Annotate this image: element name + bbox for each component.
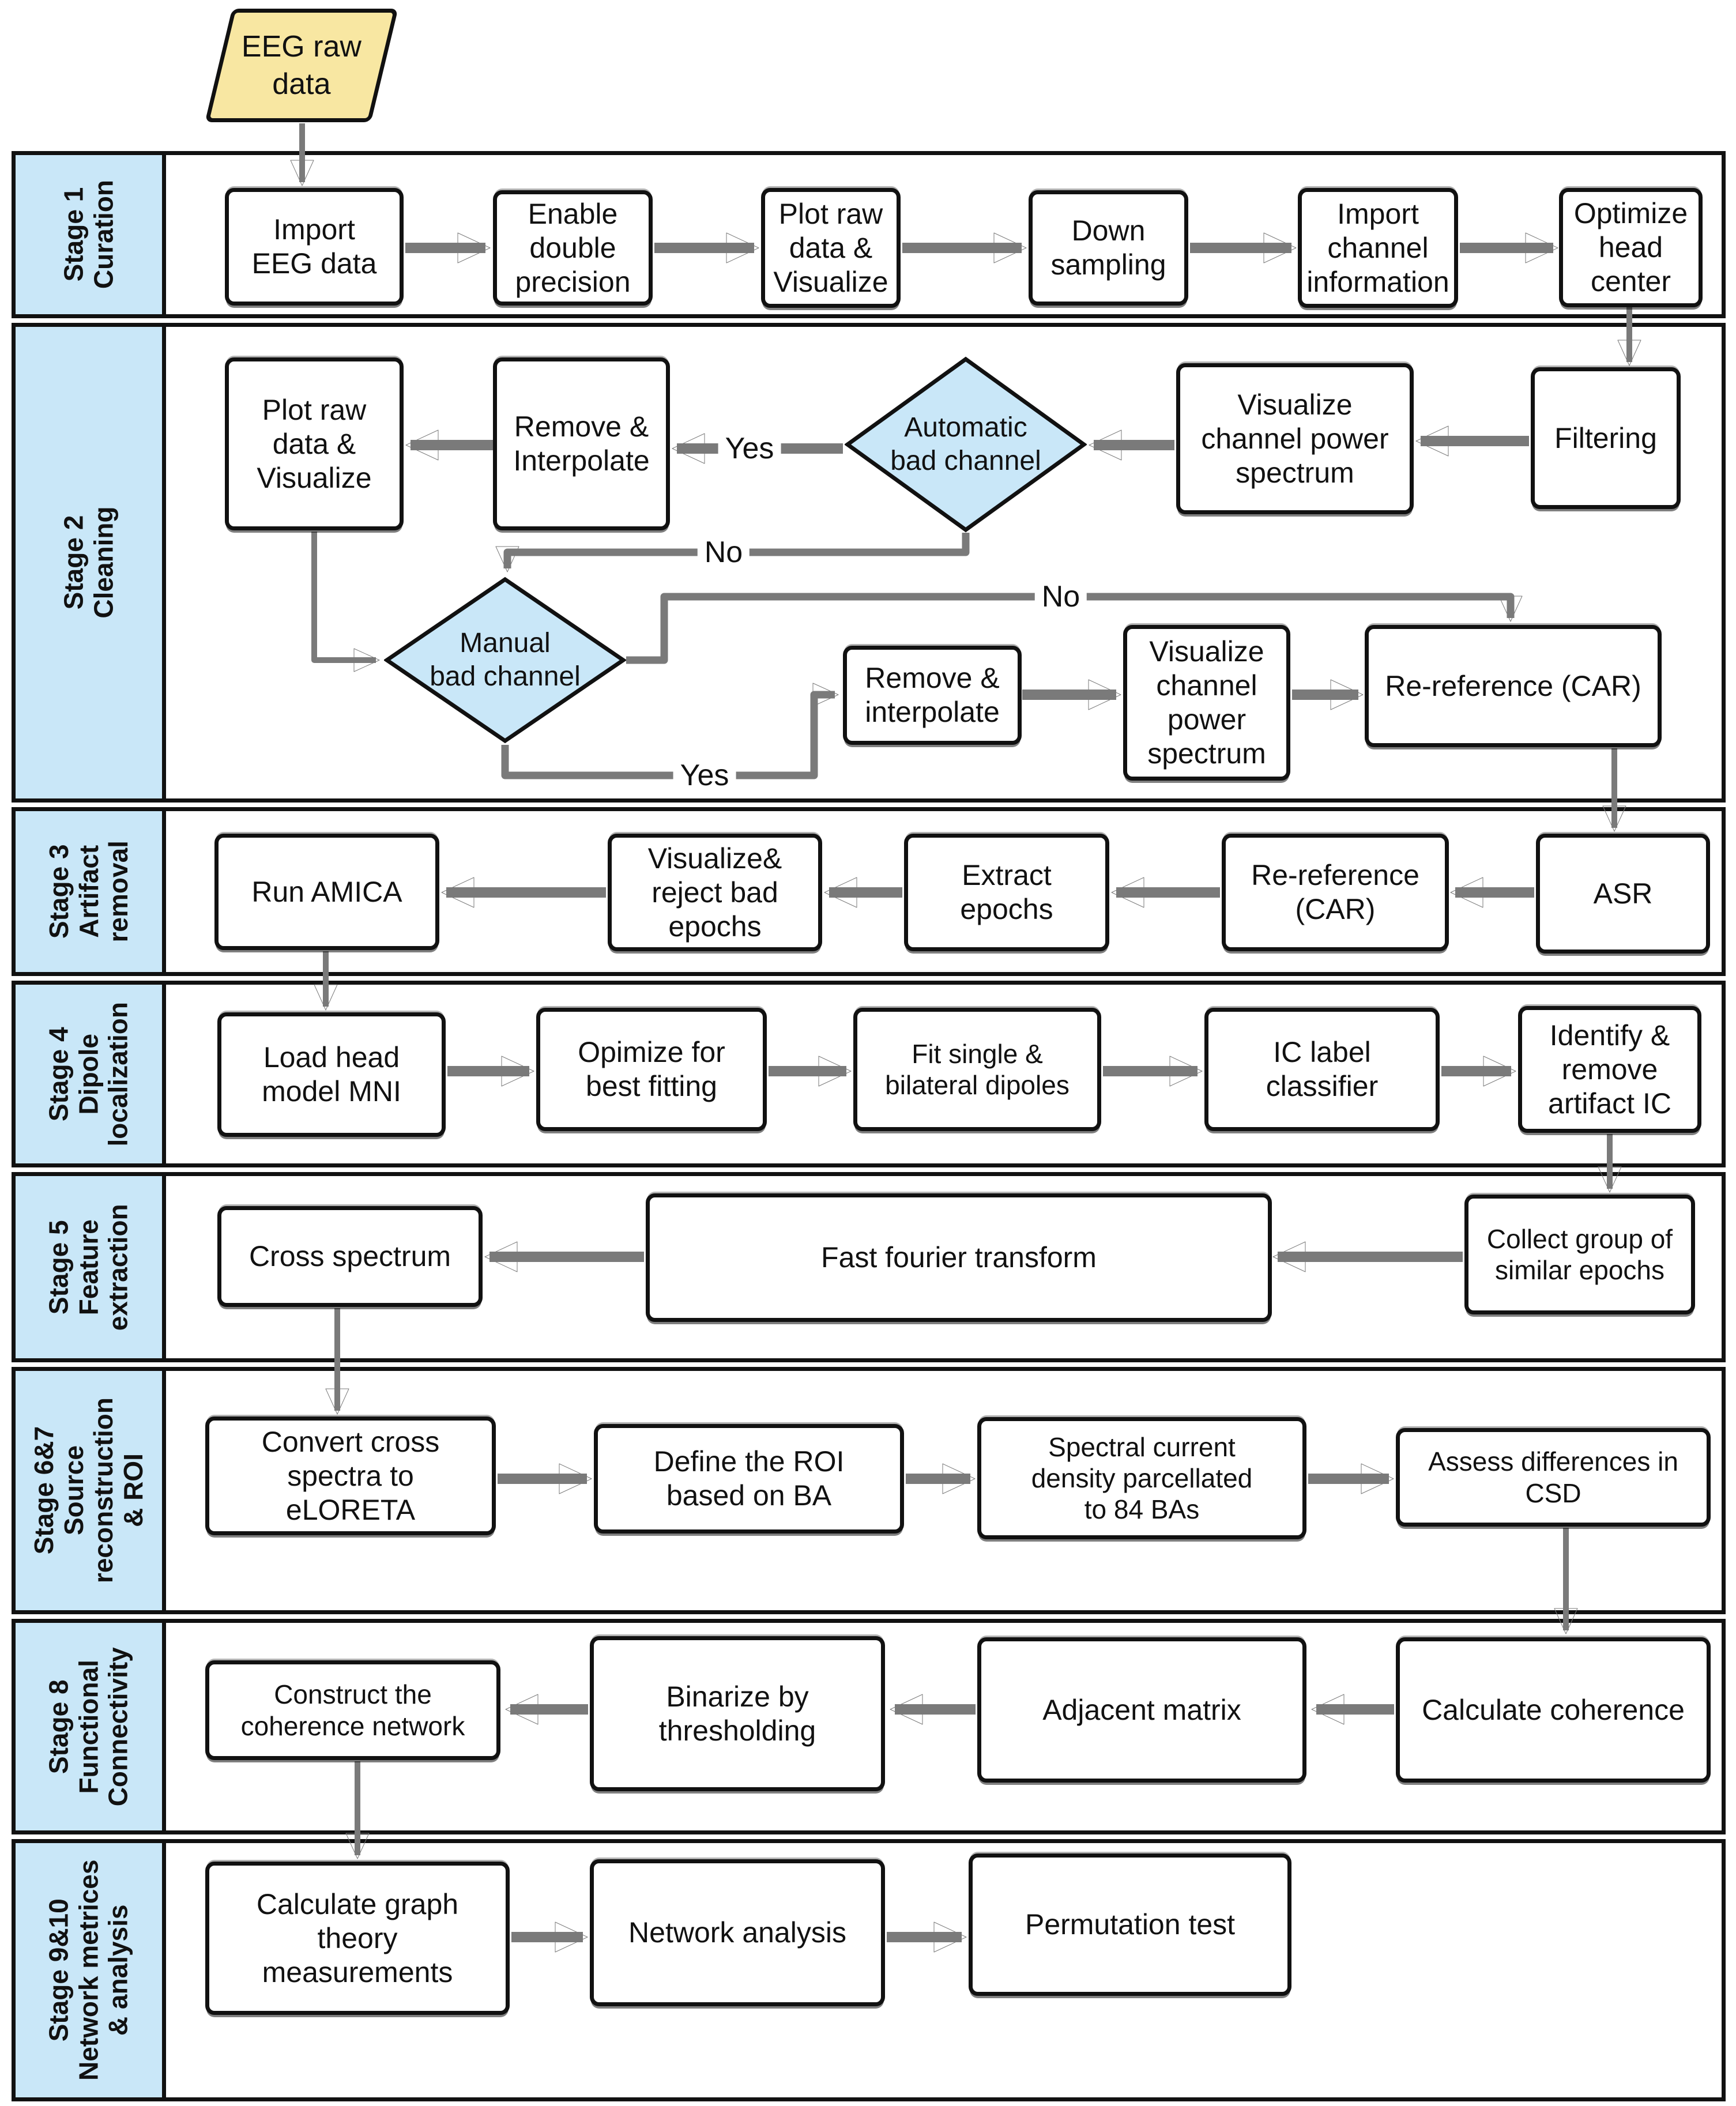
- node-label: Remove & Interpolate: [513, 410, 650, 477]
- node-label: Down sampling: [1050, 214, 1166, 281]
- stage-label-3: Stage 3 Artifact removal: [12, 807, 166, 976]
- node-import-channel-information: Import channel information: [1298, 188, 1458, 308]
- edge-label-yes-manual: Yes: [673, 758, 736, 793]
- node-label: Run AMICA: [251, 875, 402, 908]
- node-enable-double-precision: Enable double precision: [493, 190, 653, 306]
- stage-label-5: Stage 5 Feature extraction: [12, 1172, 166, 1362]
- node-label: Binarize by thresholding: [658, 1680, 816, 1747]
- node-optimize-head-center: Optimize head center: [1559, 188, 1703, 307]
- edge-label-no-manual: No: [1034, 579, 1087, 614]
- node-remove-interpolate-1: Remove & Interpolate: [493, 357, 670, 530]
- node-label: Spectral current density parcellated to …: [1031, 1431, 1253, 1525]
- node-label: Enable double precision: [515, 197, 631, 298]
- decision-label: Automatic bad channel: [890, 412, 1041, 476]
- node-visualize-reject-bad-epochs: Visualize& reject bad epochs: [608, 834, 822, 951]
- node-label: Plot raw data & Visualize: [773, 197, 888, 298]
- node-spectral-current-density-84-bas: Spectral current density parcellated to …: [977, 1417, 1306, 1539]
- node-opimize-for-best-fitting: Opimize for best fitting: [536, 1008, 767, 1131]
- node-rereference-car-1: Re-reference (CAR): [1365, 625, 1662, 747]
- node-binarize-by-thresholding: Binarize by thresholding: [590, 1636, 885, 1791]
- node-label: Fit single & bilateral dipoles: [885, 1038, 1070, 1100]
- node-label: Plot raw data & Visualize: [257, 393, 372, 494]
- node-remove-interpolate-2: Remove & interpolate: [843, 646, 1022, 745]
- node-label: ASR: [1593, 877, 1653, 910]
- node-fit-single-bilateral-dipoles: Fit single & bilateral dipoles: [853, 1008, 1101, 1131]
- node-label: Filtering: [1554, 421, 1657, 454]
- stage-label-8: Stage 8 Functional Connectivity: [12, 1619, 166, 1834]
- node-label: Calculate coherence: [1422, 1693, 1685, 1726]
- stage-label-1: Stage 1 Curation: [12, 151, 166, 318]
- node-label: Re-reference (CAR): [1251, 859, 1419, 925]
- node-label: IC label classifier: [1266, 1036, 1379, 1102]
- node-filtering: Filtering: [1531, 367, 1681, 509]
- node-construct-coherence-network: Construct the coherence network: [205, 1660, 500, 1760]
- start-node-eeg-raw-data: EEG raw data: [205, 9, 398, 122]
- node-down-sampling: Down sampling: [1029, 190, 1188, 306]
- node-calculate-graph-theory-measurements: Calculate graph theory measurements: [205, 1862, 510, 2015]
- decision-automatic-bad-channel: Automatic bad channel: [845, 356, 1087, 533]
- stage-label-2: Stage 2 Cleaning: [12, 323, 166, 803]
- node-run-amica: Run AMICA: [214, 834, 439, 950]
- node-label: Visualize channel power spectrum: [1147, 635, 1266, 770]
- node-convert-cross-spectra-eloreta: Convert cross spectra to eLORETA: [205, 1416, 496, 1535]
- node-permutation-test: Permutation test: [969, 1853, 1291, 1996]
- node-label: Collect group of similar epochs: [1486, 1223, 1673, 1285]
- stage-label-4: Stage 4 Dipole localization: [12, 981, 166, 1167]
- node-plot-raw-data-visualize-2: Plot raw data & Visualize: [225, 357, 404, 530]
- stage-label-67: Stage 6&7 Source reconstruction & ROI: [12, 1367, 166, 1614]
- node-label: Import channel information: [1306, 197, 1449, 298]
- stage-label-910: Stage 9&10 Network metrices & analysis: [12, 1839, 166, 2101]
- node-label: Import EEG data: [251, 213, 377, 280]
- node-label: Load head model MNI: [262, 1041, 401, 1107]
- node-label: Network analysis: [628, 1916, 846, 1949]
- node-label: Construct the coherence network: [240, 1679, 465, 1741]
- start-node-label: EEG raw data: [241, 29, 362, 101]
- node-label: Identify & remove artifact IC: [1548, 1019, 1671, 1120]
- node-label: Convert cross spectra to eLORETA: [261, 1425, 440, 1526]
- node-define-roi-based-on-ba: Define the ROI based on BA: [594, 1424, 904, 1534]
- node-assess-differences-csd: Assess differences in CSD: [1396, 1428, 1711, 1527]
- node-import-eeg-data: Import EEG data: [225, 188, 404, 306]
- node-label: Adjacent matrix: [1042, 1693, 1241, 1726]
- node-cross-spectrum: Cross spectrum: [217, 1206, 483, 1307]
- node-plot-raw-data-visualize-1: Plot raw data & Visualize: [761, 188, 901, 308]
- node-label: Permutation test: [1025, 1908, 1236, 1941]
- node-label: Extract epochs: [960, 859, 1053, 925]
- node-label: Calculate graph theory measurements: [256, 1888, 459, 1988]
- node-label: Assess differences in CSD: [1428, 1446, 1678, 1508]
- decision-label: Manual bad channel: [430, 628, 581, 692]
- node-visualize-channel-power-spectrum-1: Visualize channel power spectrum: [1176, 363, 1414, 514]
- node-visualize-channel-power-spectrum-2: Visualize channel power spectrum: [1123, 625, 1290, 781]
- node-label: Re-reference (CAR): [1385, 669, 1641, 702]
- node-rereference-car-2: Re-reference (CAR): [1222, 834, 1449, 951]
- node-fast-fourier-transform: Fast fourier transform: [646, 1193, 1272, 1322]
- node-label: Define the ROI based on BA: [653, 1445, 845, 1512]
- edge-label-no-automatic: No: [697, 535, 750, 570]
- node-label: Cross spectrum: [248, 1240, 451, 1272]
- node-label: Optimize head center: [1573, 197, 1688, 297]
- node-extract-epochs: Extract epochs: [904, 834, 1109, 951]
- node-collect-group-similar-epochs: Collect group of similar epochs: [1464, 1195, 1695, 1314]
- edge-label-yes-automatic: Yes: [718, 431, 781, 466]
- node-label: Fast fourier transform: [821, 1241, 1097, 1274]
- node-label: Remove & interpolate: [865, 662, 1000, 728]
- node-ic-label-classifier: IC label classifier: [1204, 1008, 1440, 1131]
- node-network-analysis: Network analysis: [590, 1859, 885, 2006]
- node-calculate-coherence: Calculate coherence: [1396, 1637, 1711, 1783]
- node-load-head-model-mni: Load head model MNI: [217, 1012, 446, 1137]
- node-label: Visualize channel power spectrum: [1201, 388, 1389, 489]
- node-label: Opimize for best fitting: [578, 1036, 725, 1102]
- node-adjacent-matrix: Adjacent matrix: [977, 1637, 1306, 1783]
- node-asr: ASR: [1536, 834, 1710, 954]
- node-identify-remove-artifact-ic: Identify & remove artifact IC: [1518, 1006, 1701, 1133]
- decision-manual-bad-channel: Manual bad channel: [384, 577, 626, 744]
- node-label: Visualize& reject bad epochs: [647, 842, 782, 943]
